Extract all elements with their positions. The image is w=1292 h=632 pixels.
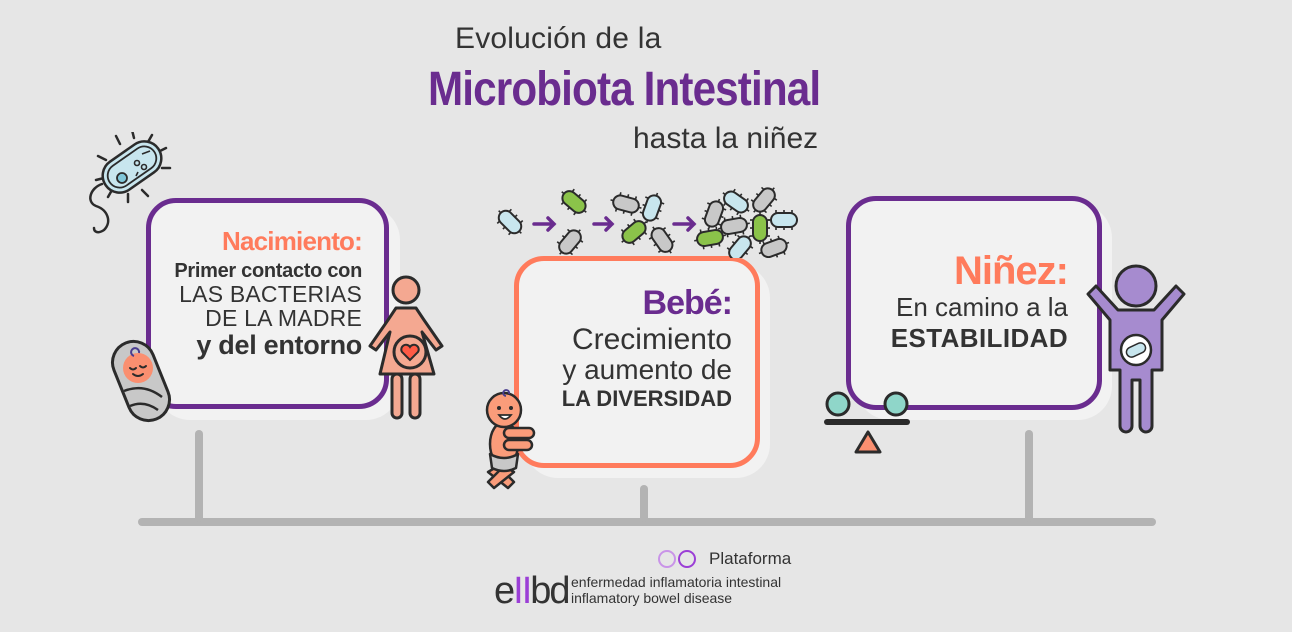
stage-heading: Niñez: xyxy=(954,249,1069,293)
timeline-post-3 xyxy=(1025,430,1033,522)
logo-ii: II xyxy=(513,570,532,612)
timeline-bar xyxy=(138,518,1156,526)
stage-line: LA DIVERSIDAD xyxy=(561,385,732,411)
footer-platform: Plataforma xyxy=(657,549,791,569)
bacterium-icon xyxy=(89,132,172,234)
footer-line-2: inflamatory bowel disease xyxy=(571,590,733,607)
swaddled-baby-icon xyxy=(111,339,171,423)
stage-line: DE LA MADRE xyxy=(205,305,362,332)
footer-subtitle: enfermedad inflamatoria intestinal infla… xyxy=(571,574,781,606)
stage-text-bebe: Bebé: Crecimiento y aumento de LA DIVERS… xyxy=(520,284,733,411)
stage-line: y del entorno xyxy=(196,329,362,360)
logo-e: e xyxy=(494,570,515,612)
timeline-post-2 xyxy=(640,485,648,522)
footer-line-1: enfermedad inflamatoria intestinal xyxy=(571,574,782,590)
stage-text-nacimiento: Nacimiento: Primer contacto con LAS BACT… xyxy=(160,226,363,360)
stage-card-nacimiento xyxy=(146,198,389,409)
eiibd-logo: eIIbd xyxy=(494,570,571,612)
balance-scale-icon xyxy=(824,391,910,454)
platform-label: Plataforma xyxy=(709,549,792,568)
title-line-3: hasta la niñez xyxy=(633,122,819,155)
child-arms-up-icon xyxy=(1086,264,1186,434)
stage-card-bebe xyxy=(514,256,760,468)
title-main: Microbiota Intestinal xyxy=(428,63,821,116)
stage-line: Crecimiento xyxy=(571,322,732,356)
stage-line: Primer contacto con xyxy=(174,260,362,283)
stage-heading: Nacimiento: xyxy=(221,226,363,256)
title-line-1: Evolución de la xyxy=(455,22,662,55)
stage-line: En camino a la xyxy=(896,292,1068,322)
stage-heading: Bebé: xyxy=(642,284,733,322)
stage-line: ESTABILIDAD xyxy=(890,323,1068,354)
stage-text-ninez: Niñez: En camino a la ESTABILIDAD xyxy=(852,249,1069,354)
stage-line: LAS BACTERIAS xyxy=(179,281,362,308)
bacteria-diversity-sequence xyxy=(490,180,798,258)
logo-bd: bd xyxy=(530,570,570,612)
pregnant-woman-icon xyxy=(368,275,444,420)
crawling-baby-icon xyxy=(485,389,536,490)
timeline-post-1 xyxy=(195,430,203,522)
stage-line: y aumento de xyxy=(562,354,732,386)
circles-logo-icon xyxy=(658,550,696,568)
